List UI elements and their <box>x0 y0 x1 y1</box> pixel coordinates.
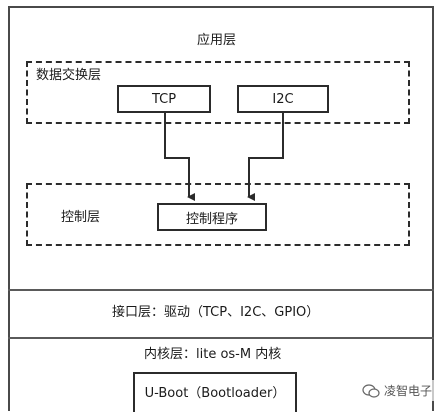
control-program-node: 控制程序 <box>157 203 267 231</box>
kernel-layer-text: 内核层：lite os-M 内核 <box>144 347 282 362</box>
bootloader-node: U-Boot（Bootloader） <box>133 372 297 412</box>
control-layer-box <box>26 183 410 246</box>
diagram-frame <box>8 6 434 411</box>
data-exchange-layer-title: 数据交换层 <box>36 68 102 83</box>
interface-layer-text: 接口层：驱动（TCP、I2C、GPIO） <box>112 305 320 320</box>
section-divider-top <box>8 289 434 291</box>
data-exchange-layer-box <box>26 61 410 124</box>
i2c-node: I2C <box>237 85 329 113</box>
control-layer-title: 控制层 <box>61 210 101 225</box>
tcp-node: TCP <box>117 85 211 113</box>
watermark: 凌智电子 <box>357 380 436 401</box>
wechat-icon <box>362 383 380 398</box>
section-divider-bottom <box>8 337 434 339</box>
application-layer-title: 应用层 <box>197 33 237 48</box>
watermark-text: 凌智电子 <box>383 384 432 398</box>
